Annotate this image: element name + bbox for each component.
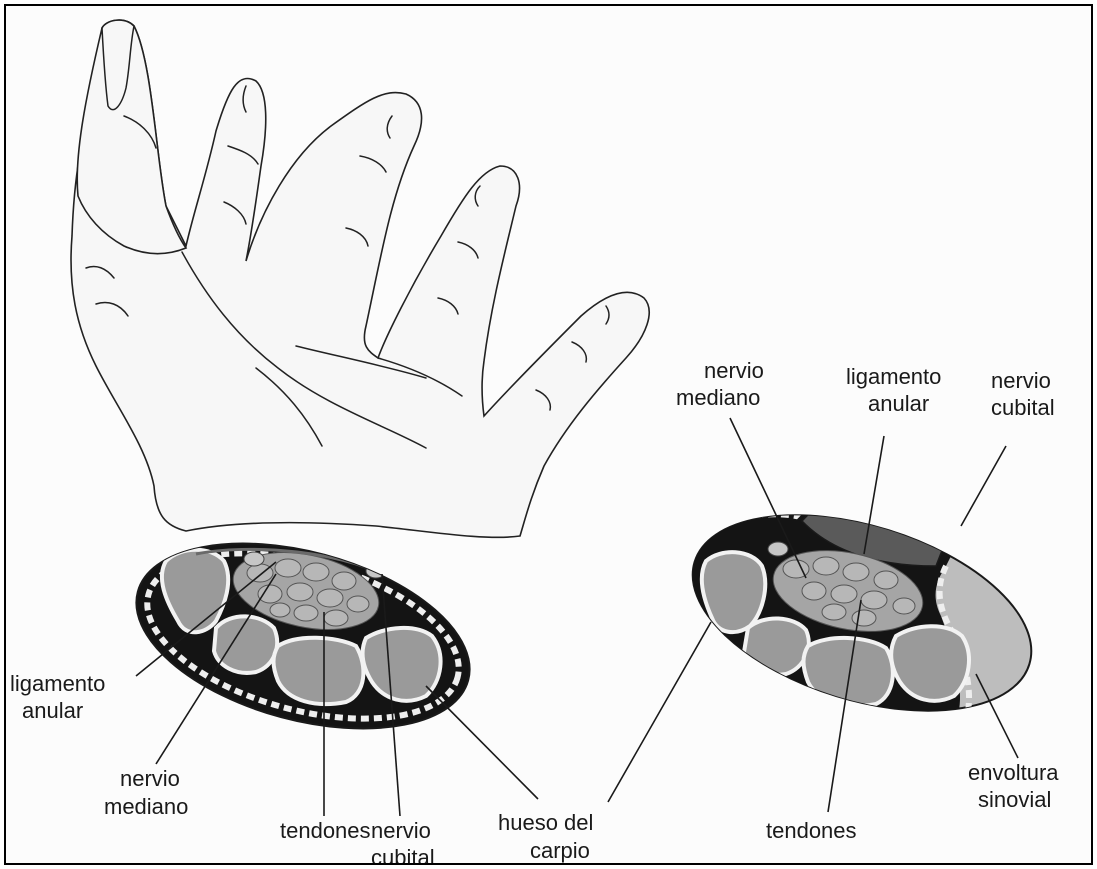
label-left-nervio-mediano-l2: mediano [104,794,188,819]
thumb [77,20,186,254]
label-hueso-del-carpio-l2: carpio [530,838,590,863]
label-left-nervio-mediano: nervio mediano [104,766,188,819]
label-hueso-del-carpio: hueso del carpio [498,810,593,863]
label-envoltura-sinovial: envoltura sinovial [968,760,1059,812]
label-right-nervio-mediano-l2: mediano [676,385,760,410]
hand-illustration [71,20,649,537]
label-right-tendones: tendones [766,818,857,843]
label-right-ligamento-anular-l2: anular [868,391,929,416]
label-right-nervio-cubital-l2: cubital [991,395,1055,420]
label-left-tendones: tendones [280,818,371,843]
label-right-nervio-mediano-l1: nervio [704,358,764,383]
right-cross-section [669,479,1055,748]
hand-silhouette [71,20,649,537]
diagram-frame: ligamento anular nervio mediano tendones… [4,4,1093,865]
label-left-nervio-cubital-l1: nervio [371,818,431,843]
label-left-ligamento-anular: ligamento anular [10,671,105,723]
label-right-ligamento-anular: ligamento anular [846,364,941,416]
label-right-nervio-cubital-l1: nervio [991,368,1051,393]
label-left-nervio-cubital-l2: cubital [371,845,435,865]
label-right-nervio-cubital: nervio cubital [991,368,1055,420]
label-hueso-del-carpio-l1: hueso del [498,810,593,835]
label-envoltura-sinovial-l1: envoltura [968,760,1059,785]
label-left-ligamento-anular-l1: ligamento [10,671,105,696]
label-right-ligamento-anular-l1: ligamento [846,364,941,389]
label-envoltura-sinovial-l2: sinovial [978,787,1051,812]
label-left-ligamento-anular-l2: anular [22,698,83,723]
carpal-tunnel-diagram: ligamento anular nervio mediano tendones… [6,6,1093,865]
label-left-nervio-mediano-l1: nervio [120,766,180,791]
label-left-nervio-cubital: nervio cubital [371,818,435,865]
left-cross-section [116,511,490,762]
label-right-nervio-mediano: nervio mediano [676,358,764,410]
